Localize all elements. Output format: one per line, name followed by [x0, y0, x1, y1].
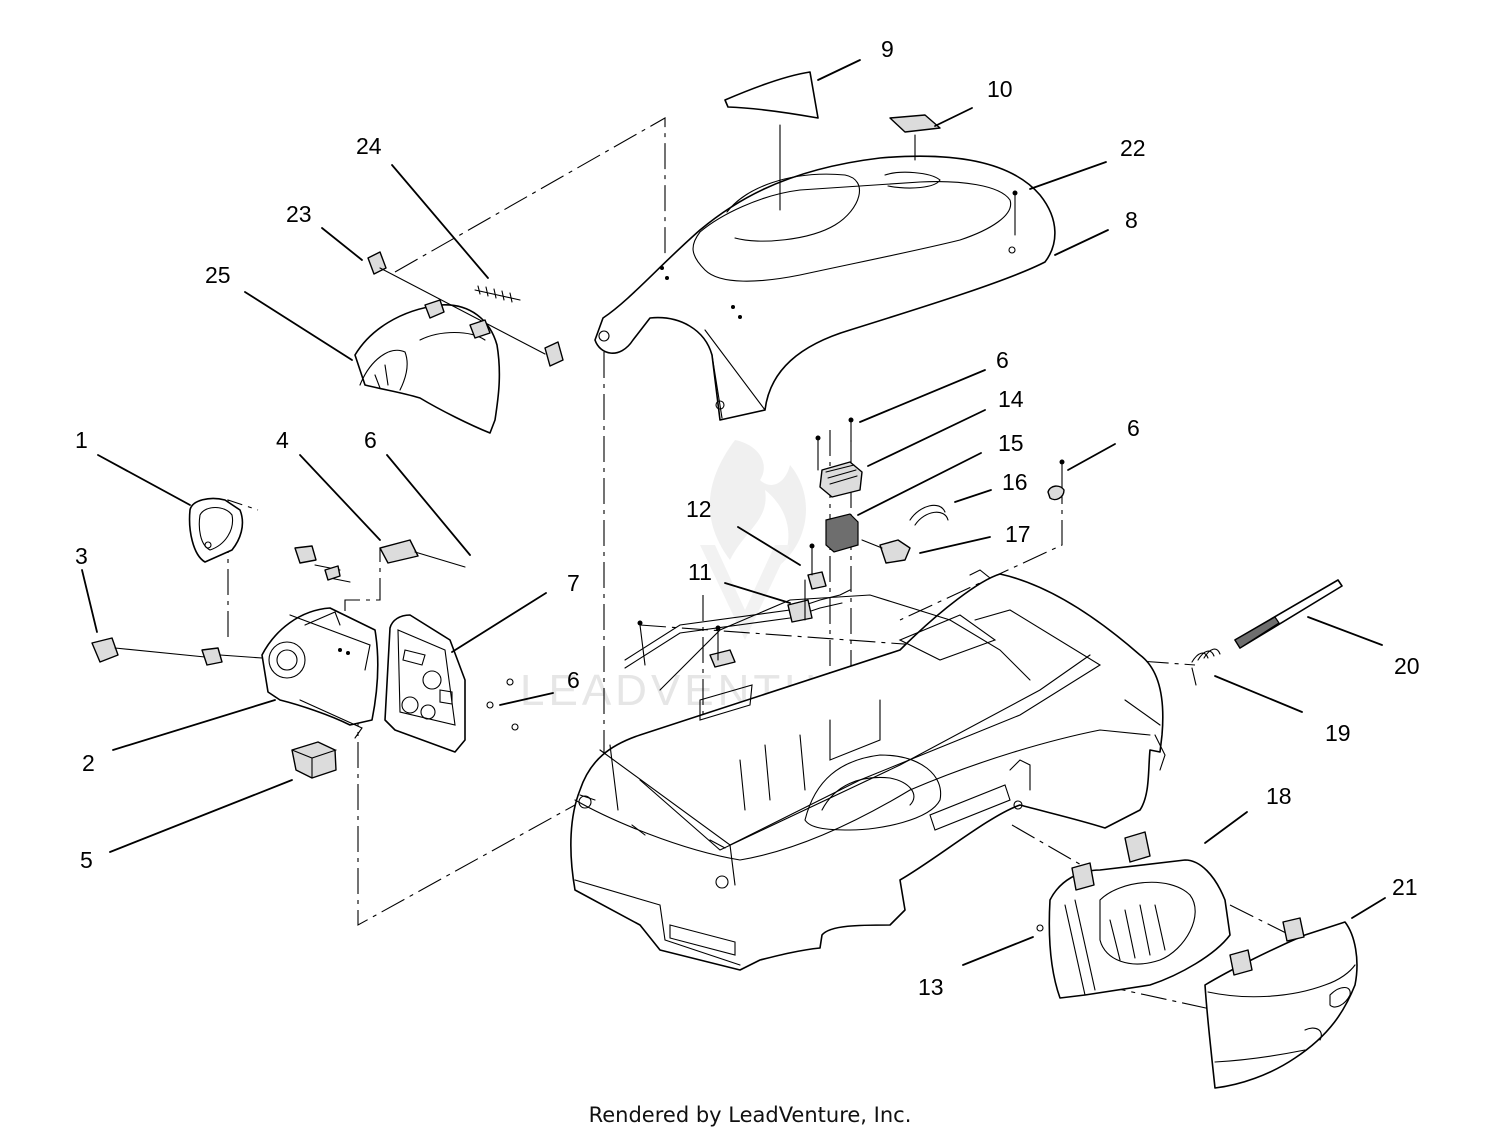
callout-label: 20: [1394, 653, 1420, 679]
leader-lines: [81, 59, 1386, 966]
render-credit: Rendered by LeadVenture, Inc.: [588, 1103, 912, 1127]
bracket-rod-part: [624, 543, 851, 669]
screw-part-22: [1012, 190, 1018, 236]
callout-label: 16: [1002, 469, 1028, 495]
watermark-logo: [700, 440, 807, 640]
seat-switch-cluster-part: [815, 417, 1065, 564]
front-bumper-part: [1204, 917, 1358, 1089]
dash-panel-part: [261, 607, 379, 739]
callout-labels: 1 2 3 4 5 6 6 6 6 7 8 9 10 11 12 13 14 1…: [75, 36, 1420, 1000]
latch-spring-part: [367, 251, 564, 367]
callout-label: 25: [205, 262, 231, 288]
callout-label: 15: [998, 430, 1024, 456]
callout-label: 21: [1392, 874, 1418, 900]
callout-label: 6: [567, 667, 580, 693]
callout-label: 7: [567, 570, 580, 596]
key-bezel-part: [188, 497, 244, 563]
callout-label: 4: [276, 427, 289, 453]
callout-label: 22: [1120, 135, 1146, 161]
callout-label: 12: [686, 496, 712, 522]
callout-label: 3: [75, 543, 88, 569]
control-cover-part: [354, 304, 501, 434]
hood-cover-part: [594, 155, 1056, 421]
chassis-body-part: [570, 569, 1166, 971]
callout-label: 23: [286, 201, 312, 227]
callout-label: 1: [75, 427, 88, 453]
callout-label: 9: [881, 36, 894, 62]
callout-label: 6: [1127, 415, 1140, 441]
callout-label: 2: [82, 750, 95, 776]
callout-label: 14: [998, 386, 1024, 412]
callout-label: 17: [1005, 521, 1031, 547]
callout-label: 24: [356, 133, 382, 159]
callout-label: 13: [918, 974, 944, 1000]
callout-label: 8: [1125, 207, 1138, 233]
decal-part: [889, 114, 941, 161]
callout-label: 19: [1325, 720, 1351, 746]
windshield-part: [724, 71, 819, 211]
callout-label: 5: [80, 847, 93, 873]
callout-label: 6: [996, 347, 1009, 373]
module-box-part: [384, 614, 519, 753]
callout-label: 6: [364, 427, 377, 453]
ignition-switch-part: [294, 539, 466, 583]
switch-harness-part: [91, 637, 263, 666]
lift-rod-spring-part: [1191, 579, 1343, 686]
callout-label: 11: [688, 559, 712, 585]
inner-panel-part: [1036, 831, 1231, 999]
callout-label: 10: [987, 76, 1013, 102]
relay-part: [291, 741, 337, 779]
callout-label: 18: [1266, 783, 1292, 809]
